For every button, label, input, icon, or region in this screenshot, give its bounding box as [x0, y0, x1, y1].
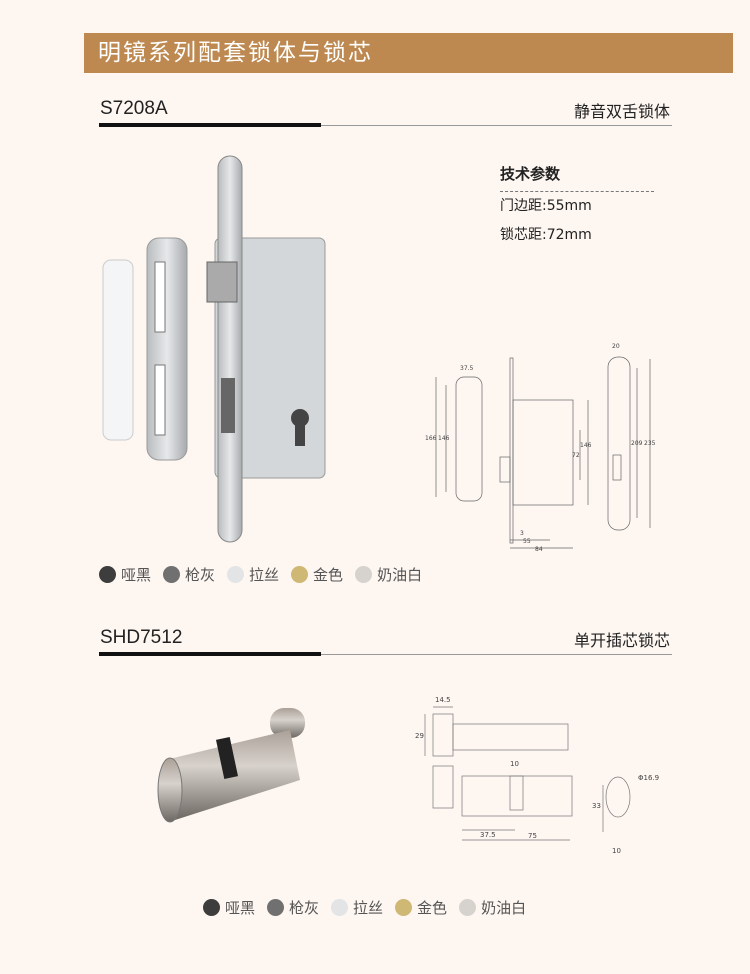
dim-label: 37.5 [480, 831, 496, 839]
dim-label: 235 [644, 440, 656, 447]
dim-label: 37.5 [460, 365, 474, 372]
color-label: 哑黑 [121, 566, 152, 584]
color-dot [395, 899, 413, 916]
divider-accent [99, 123, 321, 127]
dim-label: 75 [528, 832, 537, 840]
color-swatch: 奶油白 [459, 897, 526, 918]
divider [99, 654, 672, 655]
color-swatch: 枪灰 [267, 897, 319, 918]
color-swatch: 枪灰 [163, 564, 215, 585]
color-options: 哑黑 枪灰 拉丝 金色 奶油白 [203, 897, 538, 918]
color-dot [291, 566, 309, 583]
color-swatch: 拉丝 [331, 897, 383, 918]
color-dot [99, 566, 116, 583]
dim-label: 209 [631, 440, 643, 447]
color-dot [267, 899, 285, 916]
color-dot [203, 899, 220, 916]
color-swatch: 金色 [395, 897, 447, 918]
mortise-lock-drawing: 37.5 166 146 72 146 3 55 84 20 209 235 [420, 340, 670, 560]
dim-label: 55 [523, 538, 531, 545]
color-options: 哑黑 枪灰 拉丝 金色 奶油白 [99, 564, 434, 585]
color-dot [355, 566, 373, 583]
color-dot [163, 566, 181, 583]
color-label: 枪灰 [185, 566, 216, 584]
drawing-lines [424, 706, 631, 841]
color-swatch: 拉丝 [227, 564, 279, 585]
color-label: 奶油白 [377, 566, 423, 584]
dim-label: 10 [612, 847, 621, 855]
color-swatch: 哑黑 [99, 564, 151, 585]
section-banner: 明镜系列配套锁体与锁芯 [84, 33, 733, 73]
product-type: 单开插芯锁芯 [573, 631, 670, 650]
dim-label: 72 [572, 452, 580, 459]
color-label: 奶油白 [481, 899, 527, 917]
color-dot [459, 899, 477, 916]
dim-label: 166 [425, 435, 437, 442]
drawing-lines [435, 356, 651, 549]
color-label: 哑黑 [225, 899, 256, 917]
dim-label: 146 [438, 435, 450, 442]
spec-heading: 技术参数 [500, 160, 654, 192]
dim-label: 14.5 [435, 696, 451, 704]
divider [99, 125, 672, 126]
dim-label: 146 [580, 442, 592, 449]
product-model: SHD7512 [100, 627, 183, 648]
color-label: 拉丝 [353, 899, 384, 917]
color-dot [331, 899, 349, 916]
color-label: 金色 [417, 899, 448, 917]
divider-accent [99, 652, 321, 656]
dim-label: 3 [520, 530, 524, 537]
color-swatch: 奶油白 [355, 564, 422, 585]
spec-panel: 技术参数 门边距:55mm 锁芯距:72mm [500, 160, 654, 250]
color-label: 金色 [313, 566, 344, 584]
color-swatch: 金色 [291, 564, 343, 585]
spec-backset: 门边距:55mm [500, 198, 592, 214]
dim-label: 84 [535, 546, 543, 553]
mortise-lock-image [102, 155, 326, 543]
cylinder-drawing: 14.5 29 10 37.5 75 Φ16.9 33 10 [400, 690, 670, 860]
dim-label: 29 [415, 732, 424, 740]
product-type: 静音双舌锁体 [573, 102, 670, 121]
dim-label: 33 [592, 802, 601, 810]
product-model: S7208A [100, 98, 168, 119]
spec-center: 锁芯距:72mm [500, 227, 592, 243]
color-swatch: 哑黑 [203, 897, 255, 918]
color-label: 枪灰 [289, 899, 320, 917]
color-dot [227, 566, 245, 583]
color-label: 拉丝 [249, 566, 280, 584]
cylinder-image [157, 708, 305, 823]
dim-label: Φ16.9 [638, 774, 660, 782]
dim-label: 10 [510, 760, 519, 768]
dim-label: 20 [612, 343, 620, 350]
